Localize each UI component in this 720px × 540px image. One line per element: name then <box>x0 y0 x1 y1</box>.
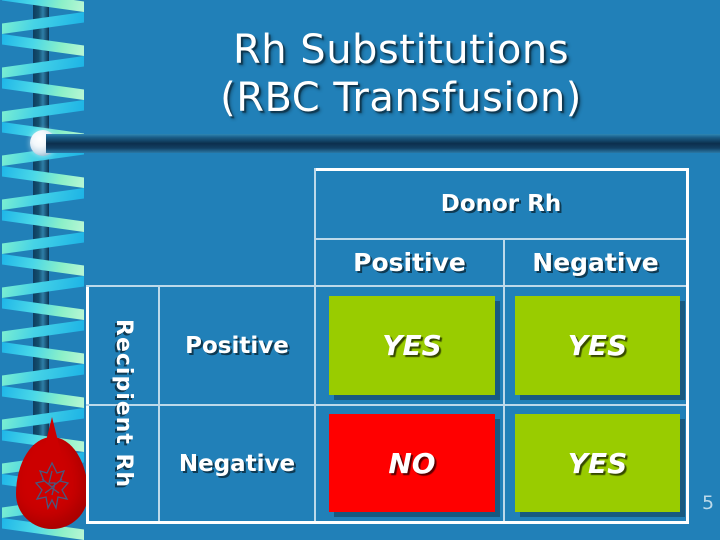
row-header-negative: Negative <box>178 450 296 477</box>
helix-band-icon <box>0 298 86 343</box>
helix-band-icon <box>0 386 86 431</box>
helix-band-icon <box>0 0 86 35</box>
helix-band-icon <box>0 342 86 387</box>
title-line-2: (RBC Transfusion) <box>220 75 582 121</box>
helix-band-icon <box>0 276 86 321</box>
helix-band-icon <box>0 320 86 365</box>
helix-band-icon <box>0 210 86 255</box>
page-number: 5 <box>702 492 715 514</box>
helix-band-icon <box>0 56 86 101</box>
title-divider-bar <box>46 134 720 153</box>
table-border-top <box>314 168 689 171</box>
column-group-header: Donor Rh <box>440 191 562 217</box>
page-title: Rh Substitutions (RBC Transfusion) <box>96 26 706 122</box>
table-border-bottom <box>86 521 689 524</box>
cell-recipient-negative-donor-positive: NO <box>329 414 495 512</box>
helix-band-icon <box>0 408 86 453</box>
rh-compatibility-table: Donor Rh Positive Negative Recipient Rh … <box>86 168 689 524</box>
row-header-positive: Positive <box>185 332 289 359</box>
helix-band-icon <box>0 12 86 57</box>
cell-recipient-positive-donor-negative: YES <box>515 296 680 395</box>
helix-band-icon <box>0 34 86 79</box>
table-divider-row-labels <box>314 168 316 521</box>
column-header-positive: Positive <box>353 248 466 277</box>
row-group-header: Recipient Rh <box>89 287 158 521</box>
helix-band-icon <box>0 100 86 145</box>
table-border-right <box>686 168 689 524</box>
helix-band-icon <box>0 254 86 299</box>
table-divider-columns <box>503 238 505 521</box>
column-header-negative: Negative <box>532 248 659 277</box>
helix-band-icon <box>0 166 86 211</box>
helix-band-icon <box>0 232 86 277</box>
blood-drop-icon <box>16 437 86 529</box>
row-group-header-label: Recipient Rh <box>111 319 136 489</box>
helix-band-icon <box>0 188 86 233</box>
table-divider-rows <box>86 404 686 406</box>
helix-band-icon <box>0 78 86 123</box>
blood-drop-emblem-icon <box>34 461 70 511</box>
helix-band-icon <box>0 364 86 409</box>
helix-decoration <box>0 0 86 540</box>
table-divider-header-body <box>86 285 686 287</box>
cell-recipient-positive-donor-positive: YES <box>329 296 495 395</box>
table-divider-recipient-label <box>158 285 160 521</box>
cell-recipient-negative-donor-negative: YES <box>515 414 680 512</box>
title-line-1: Rh Substitutions <box>232 27 570 73</box>
table-divider-donor-header <box>314 238 686 240</box>
